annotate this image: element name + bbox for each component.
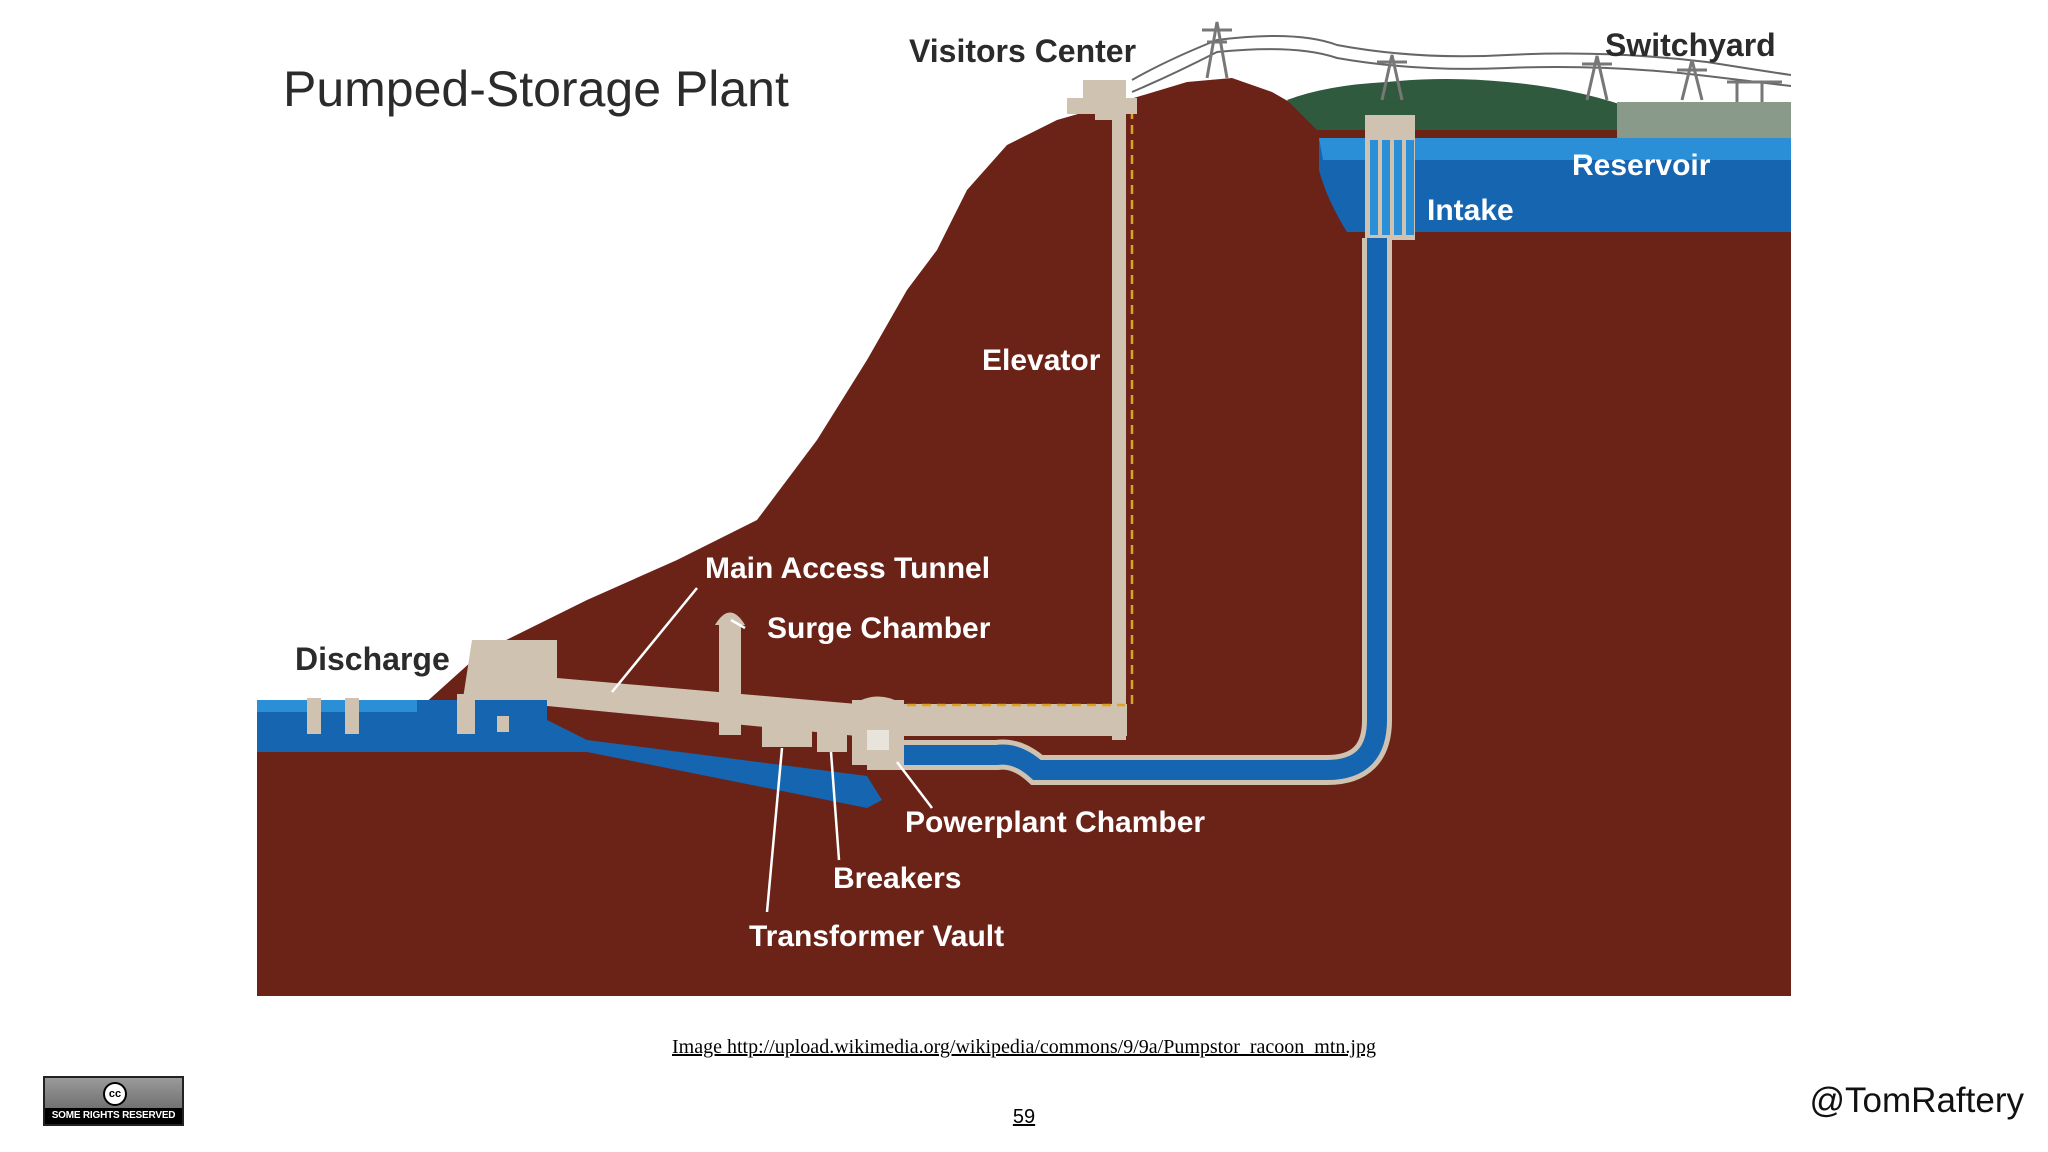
transmission-towers bbox=[1202, 21, 1782, 102]
label-reservoir: Reservoir bbox=[1572, 149, 1711, 182]
label-intake: Intake bbox=[1427, 194, 1514, 227]
surge-chamber-top bbox=[715, 612, 745, 625]
label-main-access-tunnel: Main Access Tunnel bbox=[705, 552, 990, 585]
image-source-caption[interactable]: Image http://upload.wikimedia.org/wikipe… bbox=[672, 1036, 1376, 1058]
intake-screens bbox=[1370, 140, 1414, 235]
main-access-tunnel bbox=[462, 640, 1127, 736]
transmission-lines bbox=[1131, 35, 1791, 93]
cc-icon: cc bbox=[103, 1082, 127, 1106]
discharge-pillars bbox=[307, 694, 509, 734]
label-switchyard: Switchyard bbox=[1605, 27, 1776, 63]
pumped-storage-diagram: Pumped-Storage Plant Visitors Center Swi… bbox=[257, 21, 1791, 996]
reservoir-surface bbox=[1319, 138, 1791, 160]
vegetation bbox=[1287, 79, 1651, 130]
mountain bbox=[257, 78, 1791, 996]
elevator-shaft bbox=[1112, 80, 1126, 740]
discharge-water bbox=[257, 700, 882, 808]
reservoir-water bbox=[1319, 138, 1791, 232]
penstock-water bbox=[867, 238, 1387, 780]
generator bbox=[867, 730, 889, 750]
powerplant-dome bbox=[852, 696, 904, 705]
cc-license-text: SOME RIGHTS RESERVED bbox=[45, 1108, 182, 1124]
visitors-center-building bbox=[1067, 80, 1137, 120]
label-transformer-vault: Transformer Vault bbox=[749, 920, 1004, 953]
leader-lines bbox=[611, 587, 933, 913]
label-surge-chamber: Surge Chamber bbox=[767, 612, 991, 645]
breakers-structure bbox=[817, 712, 847, 752]
cc-license-badge[interactable]: cc SOME RIGHTS RESERVED bbox=[43, 1076, 184, 1126]
label-discharge: Discharge bbox=[295, 641, 450, 677]
diagram-title: Pumped-Storage Plant bbox=[283, 61, 789, 117]
switchyard-ground bbox=[1617, 102, 1791, 138]
page-number: 59 bbox=[1012, 1106, 1036, 1128]
label-visitors-center: Visitors Center bbox=[909, 33, 1136, 69]
surge-chamber bbox=[719, 620, 741, 735]
transformer-vault-structure bbox=[762, 702, 812, 747]
label-breakers: Breakers bbox=[833, 862, 961, 895]
label-powerplant-chamber: Powerplant Chamber bbox=[905, 806, 1205, 839]
author-handle: @TomRaftery bbox=[1809, 1081, 2024, 1120]
discharge-surface bbox=[257, 700, 417, 712]
label-elevator: Elevator bbox=[982, 344, 1101, 377]
